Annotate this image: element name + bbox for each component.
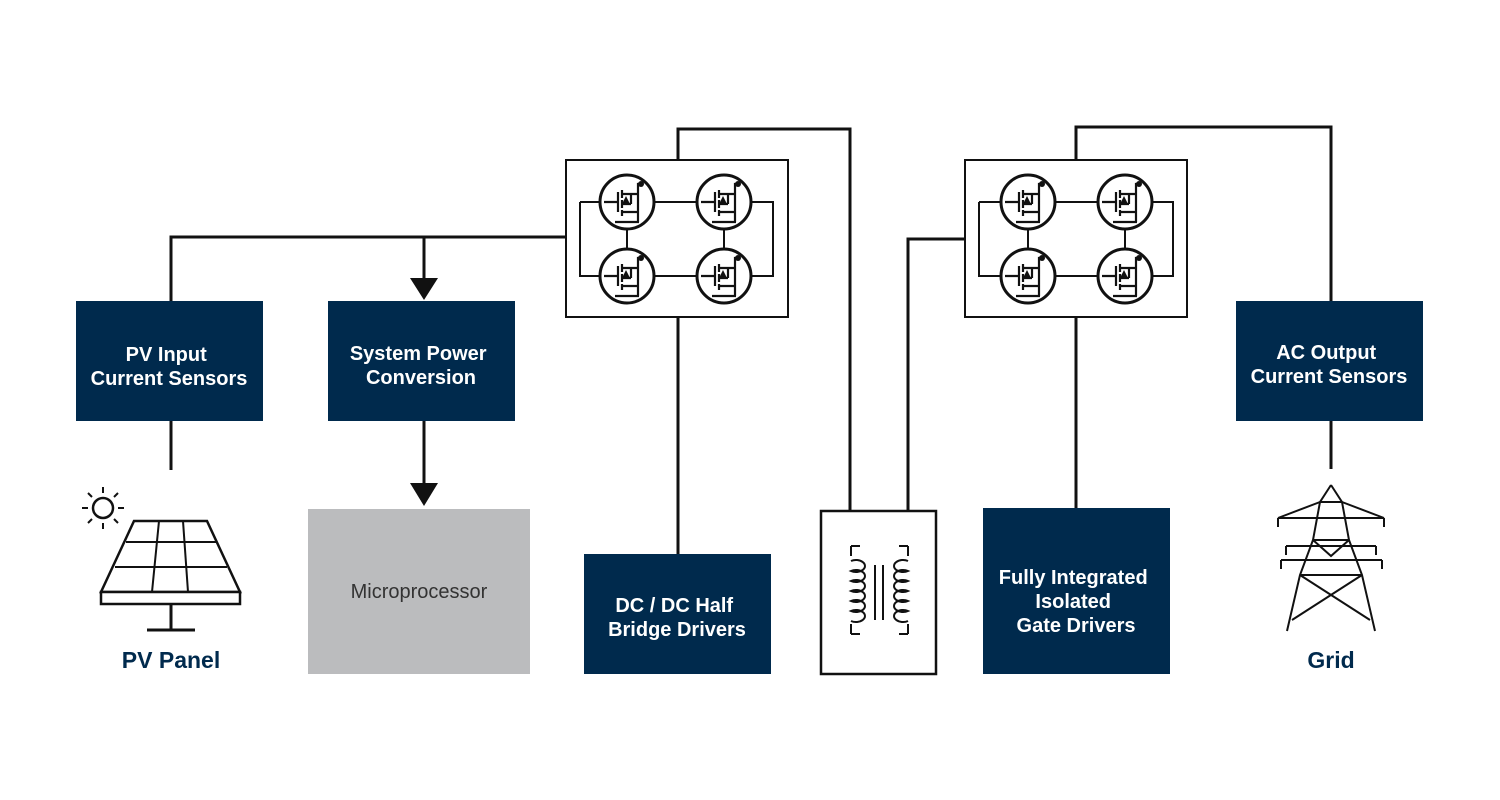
mosfet-bridge-inverter <box>964 159 1188 318</box>
svg-text:PV Input Current Sensor: PV Input Current Sensors <box>91 344 248 390</box>
isolated-gate-drivers-block: Fully Integrated Isolated Gate Drivers <box>983 508 1170 674</box>
mosfet-icon <box>598 173 656 231</box>
microprocessor-label: Microprocessor <box>351 581 488 603</box>
half-bridge-label-line2: Bridge Drivers <box>608 619 746 641</box>
wire-transformer-to-bridge2 <box>906 237 965 511</box>
mosfet-icon <box>1096 247 1154 305</box>
sun-icon <box>82 487 124 529</box>
arrow-down-icon <box>410 278 438 300</box>
pv-input-current-sensors-block: PV Input Current Sensors <box>76 301 263 421</box>
mosfet-icon <box>999 247 1057 305</box>
grid-caption: Grid <box>1307 647 1354 673</box>
mosfet-icon <box>1096 173 1154 231</box>
svg-text:DC / DC Half Bridge Driv: DC / DC Half Bridge Drivers <box>608 595 746 641</box>
wire-bridge1-to-transformer <box>676 127 852 511</box>
svg-text:AC Output Current Senso: AC Output Current Sensors <box>1251 342 1408 388</box>
gate-drivers-label-line3: Gate Drivers <box>1017 615 1136 637</box>
pv-sensors-label-line2: Current Sensors <box>91 368 248 390</box>
solar-panel-icon <box>99 519 242 632</box>
arrow-down-icon <box>410 483 438 506</box>
system-power-conversion-block: System Power Conversion <box>328 301 515 421</box>
mosfet-icon <box>999 173 1057 231</box>
gate-drivers-label-line2: Isolated <box>1035 591 1111 613</box>
ac-sensors-label-line2: Current Sensors <box>1251 366 1408 388</box>
mosfet-icon <box>695 247 753 305</box>
power-tower-icon <box>1277 484 1385 632</box>
svg-text:Fully Integrated Isolate: Fully Integrated Isolated Gate Drivers <box>999 567 1153 637</box>
wire-bridge2-to-ac <box>1074 125 1333 301</box>
pv-panel-caption: PV Panel <box>122 647 220 673</box>
transformer-icon <box>819 509 938 676</box>
half-bridge-label-line1: DC / DC Half <box>615 595 733 617</box>
microprocessor-block: Microprocessor <box>308 509 530 674</box>
power-conversion-label-line2: Conversion <box>366 367 476 389</box>
pv-sensors-label-line1: PV Input <box>126 344 207 366</box>
half-bridge-drivers-block: DC / DC Half Bridge Drivers <box>584 554 771 674</box>
mosfet-icon <box>695 173 753 231</box>
gate-drivers-label-line1: Fully Integrated <box>999 567 1148 589</box>
wire-pv-bus <box>169 235 567 301</box>
ac-output-current-sensors-block: AC Output Current Sensors <box>1236 301 1423 421</box>
mosfet-bridge-dcdc <box>565 159 789 318</box>
mosfet-icon <box>598 247 656 305</box>
power-conversion-label-line1: System Power <box>350 343 487 365</box>
ac-sensors-label-line1: AC Output <box>1276 342 1376 364</box>
svg-text:System Power Conversion: System Power Conversion <box>350 343 492 389</box>
